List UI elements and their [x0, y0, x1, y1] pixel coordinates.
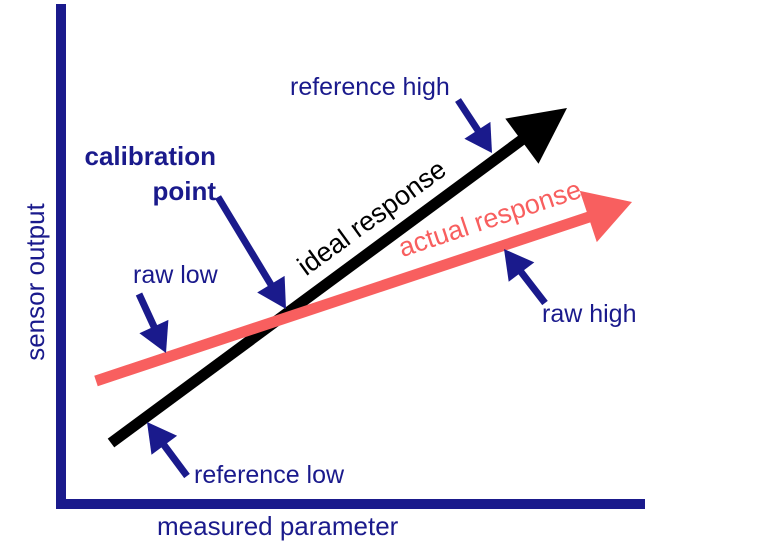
- reference-high-label: reference high: [290, 73, 450, 101]
- raw-low-arrow-icon: [135, 292, 169, 353]
- raw-high-label: raw high: [542, 300, 637, 328]
- reference-high-arrow-icon: [455, 98, 492, 153]
- ideal-response-arrowhead-icon: [505, 108, 567, 164]
- x-axis-label: measured parameter: [157, 511, 399, 541]
- reference-low-label: reference low: [194, 461, 345, 489]
- axes-lines: [56, 4, 645, 509]
- raw-low-label: raw low: [133, 261, 218, 289]
- calibration-point-arrow-icon: [215, 195, 286, 309]
- actual-response-line: [94, 210, 594, 387]
- calibration-point-label: calibration point: [84, 141, 216, 207]
- y-axis-label: sensor output: [20, 203, 51, 361]
- actual-response-arrowhead-icon: [579, 190, 632, 243]
- raw-high-arrow-icon: [504, 249, 548, 306]
- ideal-response-line: [107, 131, 531, 448]
- reference-low-arrow-icon: [147, 422, 190, 479]
